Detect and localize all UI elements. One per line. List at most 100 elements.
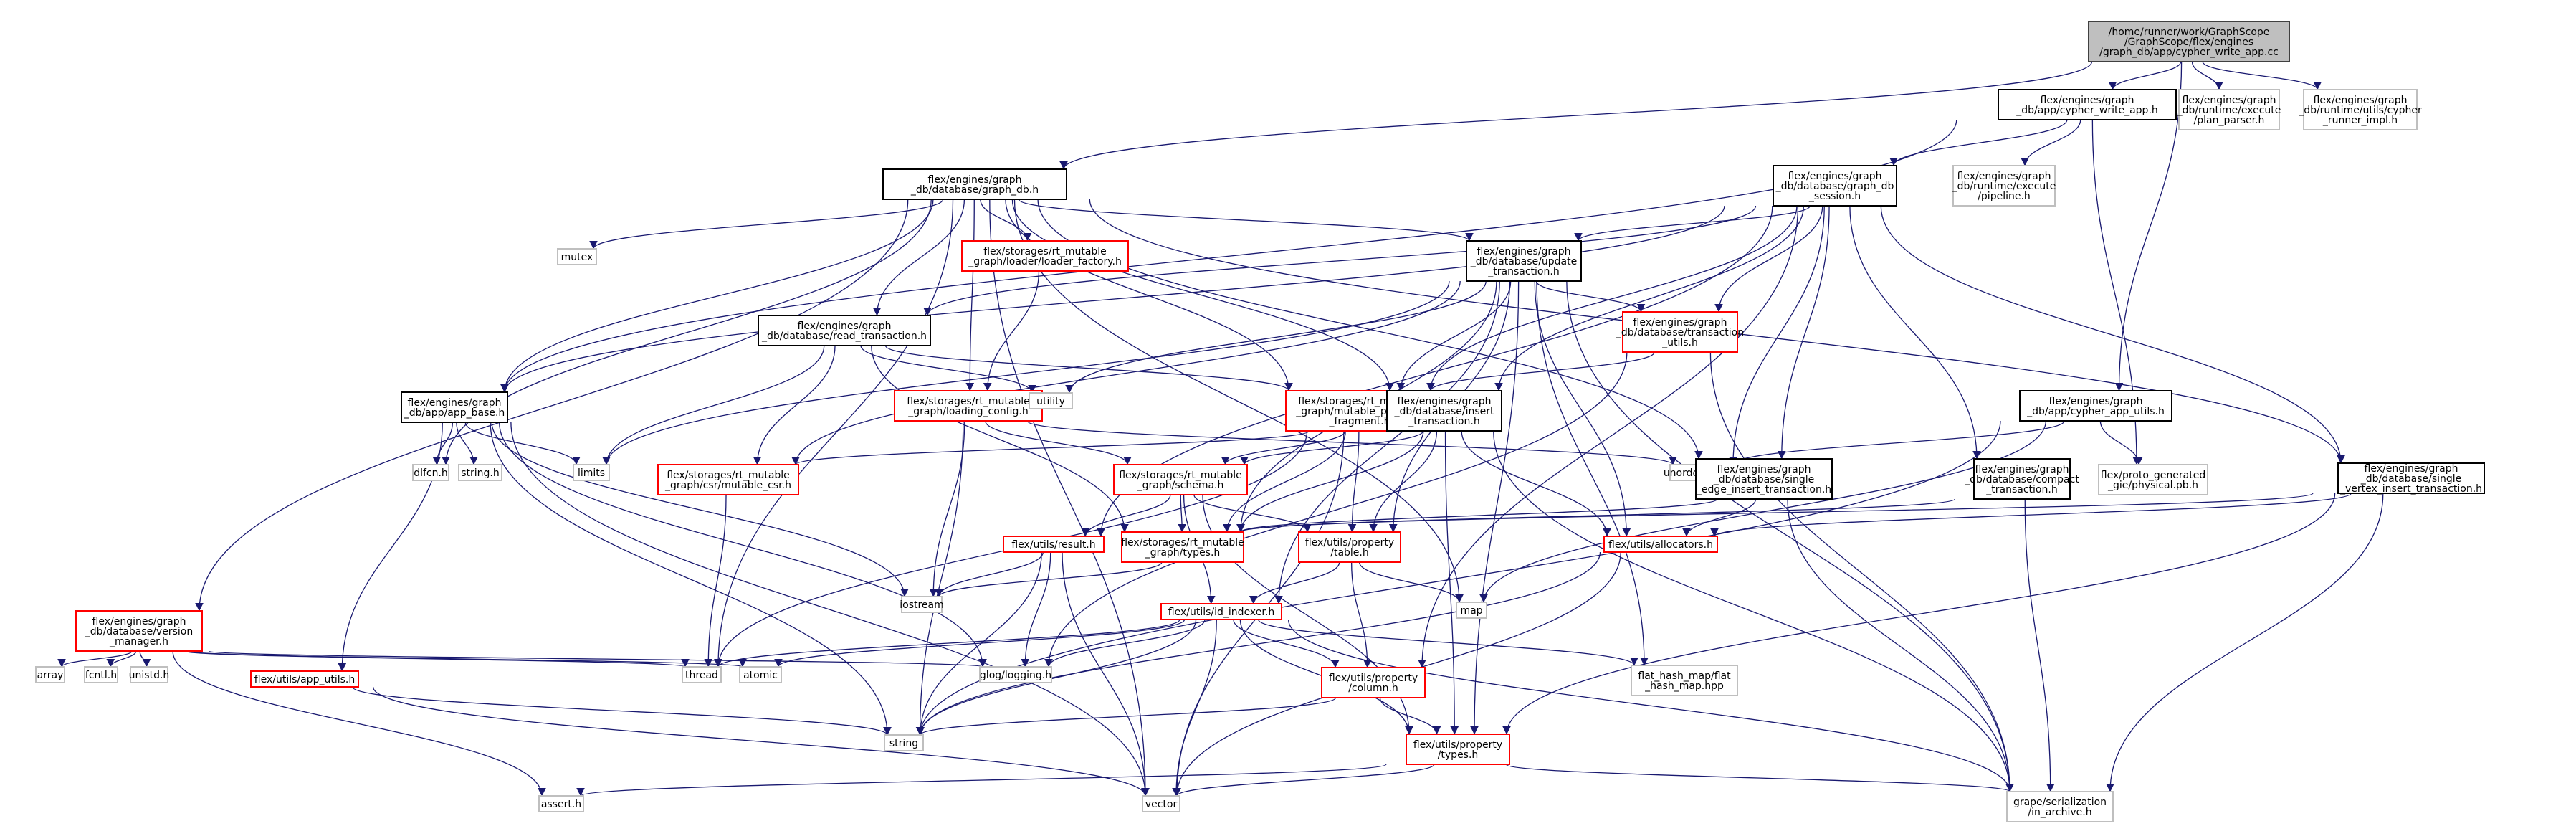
node-single_vertex_insert_h[interactable]: flex/engines/graph_db/database/single_ve… [2337,462,2485,495]
node-loader_factory_h[interactable]: flex/storages/rt_mutable_graph/loader/lo… [961,240,1129,272]
edge-property_table_h-to-property_column_h [1350,561,1372,668]
edge-property_types_h-to-in_archive_h [1505,764,2014,792]
node-root[interactable]: /home/runner/work/GraphScope/GraphScope/… [2088,21,2290,62]
node-label-line: _db/database/single [2360,473,2462,485]
node-insert_transaction_h[interactable]: flex/engines/graph_db/database/insert_tr… [1386,390,1502,432]
node-label-line: _edge_insert_transaction.h [1696,484,1831,495]
edge-insert_transaction_h-to-in_archive_h [1493,430,2014,792]
node-label-line: _hash_map.hpp [1644,680,1724,692]
node-label-line: flex/engines/graph [1398,396,1492,407]
node-property_types_h[interactable]: flex/utils/property/types.h [1406,734,1510,765]
edge-id_indexer_h-to-string [916,619,1197,736]
edge-update_transaction_h-to-flat_hash_map_h [1536,280,1649,666]
node-box [1029,392,1073,409]
node-label-line: flex/engines/graph [2314,95,2408,106]
node-property_table_h[interactable]: flex/utils/property/table.h [1298,531,1401,563]
edge-app_base_h-to-app_utils_h [338,422,443,672]
node-label-line: /plan_parser.h [2194,115,2265,126]
node-label-line: string [889,738,918,749]
edge-version_manager_h-to-array [57,650,133,668]
node-box [1298,531,1401,563]
edges-layer [57,61,2384,797]
node-csr_mutable_csr_h[interactable]: flex/storages/rt_mutable_graph/csr/mutab… [657,464,799,495]
edge-app_base_h-to-string [490,422,892,736]
node-loading_config_h[interactable]: flex/storages/rt_mutable_graph/loading_c… [894,390,1043,422]
node-label-line: string.h [461,467,500,479]
node-version_manager_h[interactable]: flex/engines/graph_db/database/version_m… [75,610,203,652]
node-box [901,596,943,613]
node-box [1321,667,1426,698]
edge-graph_db_session_h-to-app_base_h [500,205,1725,393]
node-compact_transaction_h[interactable]: flex/engines/graph_db/database/compact_t… [1964,458,2079,500]
node-label-line: iostream [900,599,944,611]
edge-app_base_h-to-limits [464,422,581,465]
node-app_base_h[interactable]: flex/engines/graph_db/app/app_base.h [401,391,508,423]
node-label-line: flex/engines/graph [1788,171,1882,182]
edge-root-to-plan_parser_h [2191,61,2223,90]
node-single_edge_insert_h[interactable]: flex/engines/graph_db/database/single_ed… [1695,458,1833,500]
node-read_transaction_h[interactable]: flex/engines/graph_db/database/read_tran… [758,315,931,346]
node-box [1121,531,1244,563]
node-box [2006,791,2114,822]
node-thread: thread [682,666,722,683]
edge-update_transaction_h-to-in_archive_h [1566,280,2014,792]
node-box [1631,665,1738,696]
node-id_indexer_h[interactable]: flex/utils/id_indexer.h [1160,603,1282,620]
node-box [2303,89,2418,130]
node-box [1160,603,1282,620]
node-box [130,666,168,683]
node-label-line: _db/runtime/execute [1952,181,2056,192]
edge-single_edge_insert_h-to-in_archive_h [1787,498,2014,792]
node-transaction_utils_h[interactable]: flex/engines/graph_db/database/transacti… [1616,311,1744,353]
edge-graph_db_h-to-loader_factory_h [980,199,1032,242]
node-box [884,734,924,751]
edge-graph_db_session_h-to-mutable_property_fragment_h [1426,205,1798,391]
node-label-line: flex/utils/property [1305,537,1394,549]
node-allocators_h[interactable]: flex/utils/allocators.h [1603,536,1718,553]
node-cypher_app_utils_h[interactable]: flex/engines/graph_db/app/cypher_app_uti… [2019,390,2172,422]
node-label-line: _transaction.h [1487,266,1559,277]
edge-update_transaction_h-to-property_types_h [1470,280,1520,735]
node-result_h[interactable]: flex/utils/result.h [1003,536,1105,553]
node-label-line: _db/database/graph_db [1775,181,1894,192]
edge-id_indexer_h-to-flat_hash_map_h [1258,619,1638,666]
edge-property_types_h-to-assert_h [576,764,1387,797]
edge-schema_h-to-rt_types_h [1178,494,1187,533]
node-graph_db_session_h[interactable]: flex/engines/graph_db/database/graph_db_… [1773,165,1897,206]
node-property_column_h[interactable]: flex/utils/property/column.h [1321,667,1426,698]
node-label-line: _db/database/insert [1393,406,1494,417]
node-assert_h: assert.h [538,795,584,812]
node-label-line: _utils.h [1661,337,1698,348]
node-cypher_write_app_h[interactable]: flex/engines/graph_db/app/cypher_write_a… [1998,89,2177,120]
node-box [1695,458,1833,500]
node-graph_db_h[interactable]: flex/engines/graph_db/database/graph_db.… [882,168,1067,200]
edge-single_edge_insert_h-to-allocators_h [1682,498,1757,537]
node-app_utils_h[interactable]: flex/utils/app_utils.h [250,670,359,688]
edge-app_base_h-to-vector [510,422,1150,797]
node-box [458,464,502,481]
node-box [1603,536,1718,553]
edge-insert_transaction_h-to-rt_types_h [1236,430,1424,533]
node-update_transaction_h[interactable]: flex/engines/graph_db/database/update_tr… [1466,240,1582,282]
node-schema_h[interactable]: flex/storages/rt_mutable_graph/schema.h [1113,464,1248,495]
node-atomic: atomic [739,666,782,683]
node-label-line: /graph_db/app/cypher_write_app.cc [2099,47,2279,58]
node-box [1386,390,1502,432]
node-box [1003,536,1105,553]
node-label-line: /types.h [1438,749,1479,761]
edge-read_transaction_h-to-mutable_property_fragment_h [884,345,1293,391]
node-label-line: mutex [561,252,593,263]
node-box [1406,734,1510,765]
edge-root-to-graph_db_h [1059,61,2093,170]
node-label-line: _db/runtime/utils/cypher [2298,105,2422,116]
edge-single_vertex_insert_h-to-in_archive_h [2106,493,2384,792]
edge-result_h-to-iostream [935,551,1044,597]
edge-transaction_utils_h-to-mutable_property_fragment_h [1426,351,1655,391]
node-map: map [1456,602,1487,619]
node-label-line: unistd.h [129,670,170,681]
edge-graph_db_session_h-to-read_transaction_h [923,205,1757,316]
node-rt_types_h[interactable]: flex/storages/rt_mutable_graph/types.h [1121,531,1244,563]
edge-app_utils_h-to-vector [372,686,1150,797]
node-box [2088,21,2290,62]
node-label-line: /table.h [1330,547,1369,559]
